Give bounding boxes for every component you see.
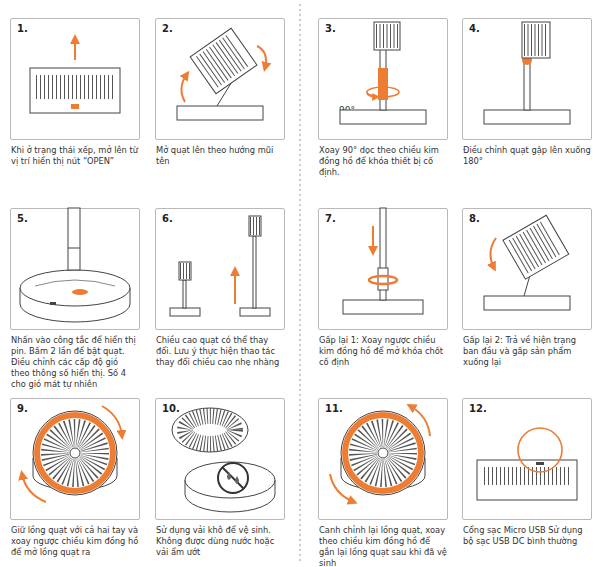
step-number: 5.: [17, 213, 28, 225]
step-caption: Canh chỉnh lại lồng quạt, xoay theo chiề…: [319, 525, 447, 567]
height-adjust: [170, 216, 270, 316]
usb-port: [477, 428, 577, 500]
step-number: 12.: [469, 403, 487, 415]
step-caption: Khi ở trạng thái xếp, mở lên từ vị trí h…: [11, 145, 139, 167]
step-number: 9.: [17, 403, 28, 415]
step-panel: 6.Chiều cao quạt có thể thay đổi. Lưu ý …: [155, 208, 285, 330]
step-number: 1.: [17, 23, 28, 35]
step-number: 3.: [325, 23, 336, 35]
step-number: 8.: [469, 213, 480, 225]
step-caption: Xoay 90° dọc theo chiều kim đồng hồ để k…: [319, 145, 447, 178]
step-caption: Gấp lại 1: Xoay ngược chiều kim đồng hồ …: [319, 335, 447, 368]
unlock-pole: [343, 208, 423, 314]
step-number: 4.: [469, 23, 480, 35]
step-number: 2.: [162, 23, 173, 35]
step-number: 11.: [325, 403, 343, 415]
angle-label: 90°: [339, 105, 355, 115]
grille-close: [330, 406, 430, 502]
step-caption: Cổng sạc Micro USB Sử dụng bộ sạc USB DC…: [463, 525, 591, 547]
opening-fan: [177, 28, 266, 120]
divider-line: [300, 4, 301, 563]
step-number: 7.: [325, 213, 336, 225]
step-panel: 9.Giữ lồng quạt với cả hai tay và xoay n…: [10, 398, 140, 520]
step-panel: 7.Gấp lại 1: Xoay ngược chiều kim đồng h…: [318, 208, 448, 330]
round-base: [20, 208, 130, 322]
locking-pole: [340, 22, 426, 124]
grille-open: [22, 406, 122, 502]
step-panel: 3.Xoay 90° dọc theo chiều kim đồng hồ để…: [318, 18, 448, 140]
folded-fan: [30, 38, 120, 113]
step-panel: 1.Khi ở trạng thái xếp, mở lên từ vị trí…: [10, 18, 140, 140]
tilting-head: [484, 22, 570, 124]
folding-fan: [484, 215, 570, 310]
step-panel: 8.Gấp lại 2: Trả về hiện trạng ban đầu v…: [462, 208, 592, 330]
step-panel: 4.Điều chỉnh quạt gập lên xuống 180°: [462, 18, 592, 140]
step-panel: 2.Mở quạt lên theo hướng mũi tên: [155, 18, 285, 140]
step-number: 10.: [162, 403, 180, 415]
step-caption: Điều chỉnh quạt gập lên xuống 180°: [463, 145, 591, 167]
step-panel: 10.Sử dụng vải khô để vệ sinh. Không đượ…: [155, 398, 285, 520]
step-caption: Sử dụng vải khô để vệ sinh. Không được d…: [156, 525, 284, 558]
step-caption: Chiều cao quạt có thể thay đổi. Lưu ý th…: [156, 335, 284, 368]
step-number: 6.: [162, 213, 173, 225]
cleaning: [172, 408, 275, 512]
step-caption: Giữ lồng quạt với cả hai tay và xoay ngư…: [11, 525, 139, 558]
step-panel: 11.Canh chỉnh lại lồng quạt, xoay theo c…: [318, 398, 448, 520]
step-panel: 5.Nhấn vào công tắc để hiển thị pin. Bấm…: [10, 208, 140, 330]
step-caption: Mở quạt lên theo hướng mũi tên: [156, 145, 284, 167]
step-caption: Nhấn vào công tắc để hiển thị pin. Bấm 2…: [11, 335, 139, 390]
step-panel: 12.Cổng sạc Micro USB Sử dụng bộ sạc USB…: [462, 398, 592, 520]
step-caption: Gấp lại 2: Trả về hiện trạng ban đầu và …: [463, 335, 591, 368]
